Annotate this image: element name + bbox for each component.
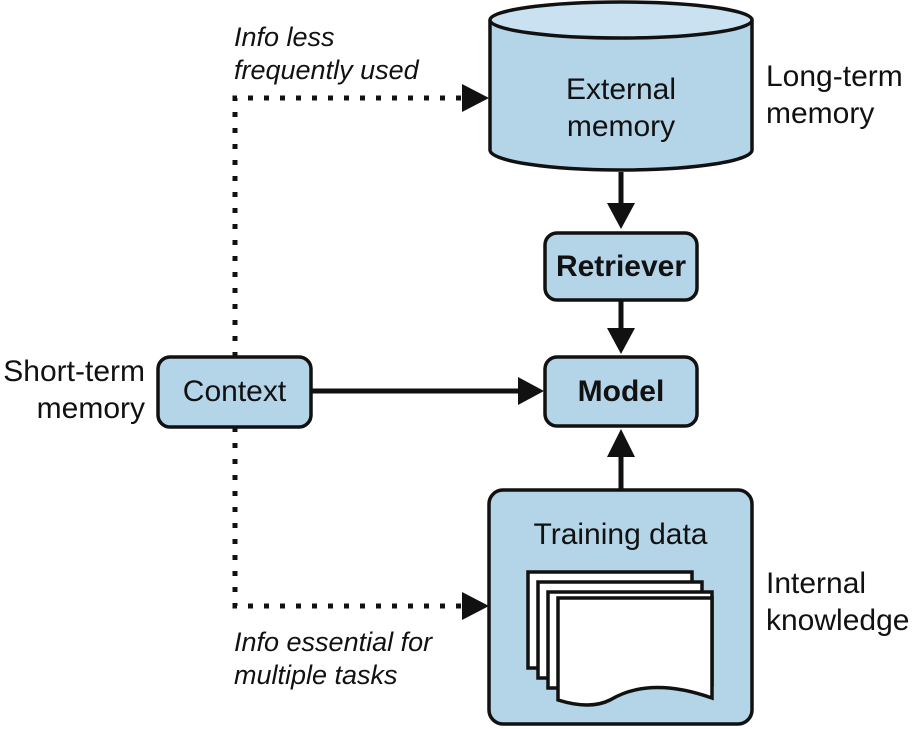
training-data-label: Training data — [533, 518, 708, 551]
long-term-line1: Long-term — [766, 60, 903, 93]
short-term-memory-label: Short-term memory — [3, 353, 145, 427]
arrow-training-to-model — [607, 429, 635, 490]
info-essential-line2: multiple tasks — [234, 660, 398, 690]
long-term-memory-label: Long-term memory — [766, 58, 903, 132]
internal-knowledge-label: Internal knowledge — [766, 565, 909, 639]
context-label: Context — [182, 375, 287, 408]
dotted-arrow-context-to-training — [232, 427, 489, 620]
arrow-retriever-to-model — [607, 300, 635, 354]
arrow-external-to-retriever — [607, 172, 635, 229]
info-less-line2: frequently used — [234, 55, 419, 85]
info-essential-label: Info essential for multiple tasks — [234, 626, 432, 692]
retriever-label: Retriever — [555, 250, 687, 283]
dotted-arrow-context-to-external — [232, 84, 489, 357]
internal-line1: Internal — [766, 567, 867, 600]
external-memory-cylinder — [488, 0, 754, 172]
info-less-line1: Info less — [234, 22, 335, 52]
internal-line2: knowledge — [766, 604, 910, 637]
info-essential-line1: Info essential for — [234, 627, 433, 657]
info-less-frequent-label: Info less frequently used — [234, 21, 419, 87]
external-memory-label: External memory — [520, 71, 722, 145]
document-stack-icon — [526, 570, 714, 707]
model-label: Model — [577, 375, 665, 408]
external-memory-line1: External — [565, 73, 677, 106]
long-term-line2: memory — [766, 97, 875, 130]
arrow-context-to-model — [311, 377, 544, 405]
short-term-line2: memory — [36, 392, 145, 425]
model-box — [543, 355, 699, 428]
external-memory-line2: memory — [566, 110, 676, 143]
short-term-line1: Short-term — [3, 355, 145, 388]
